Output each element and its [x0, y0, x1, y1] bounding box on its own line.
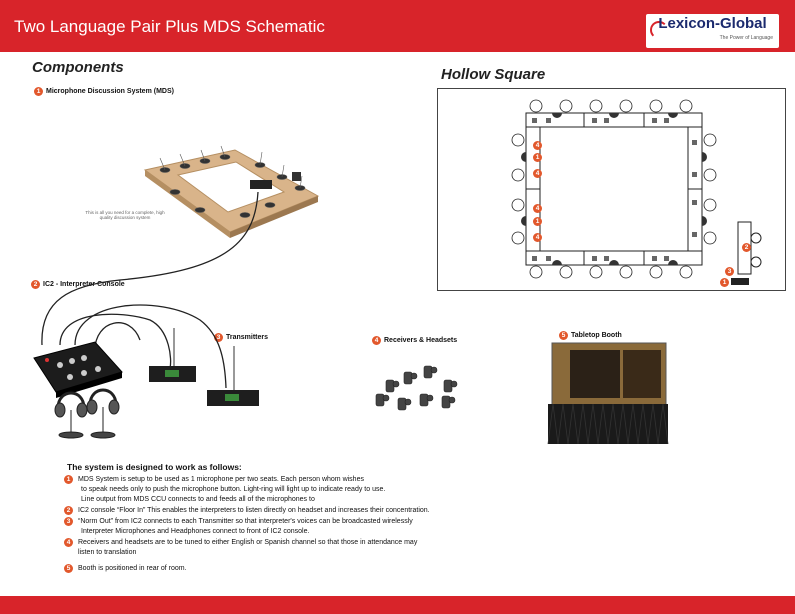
lexicon-global-logo: Lexicon-Global The Power of Language	[646, 14, 779, 48]
hs-badge-3: 3	[725, 267, 734, 276]
explanation-1-line-1: MDS System is setup to be used as 1 micr…	[78, 476, 364, 483]
components-title: Components	[32, 59, 124, 76]
mds-note: This is all you need for a complete, hig…	[85, 210, 165, 220]
transmitter-1	[149, 328, 196, 382]
page-title: Two Language Pair Plus MDS Schematic	[14, 17, 325, 36]
ic2-console	[33, 341, 123, 398]
hs-mds-ccu	[731, 278, 749, 285]
tabletop-booth	[547, 342, 669, 445]
hollow-square-diagram	[437, 88, 786, 291]
explanation-5-line-1: Booth is positioned in rear of room.	[78, 565, 187, 572]
explanation-badge-1: 1	[64, 475, 73, 484]
table-arrangement	[525, 112, 703, 266]
receivers-headsets	[375, 365, 458, 411]
badge-5-booth: 5	[559, 331, 568, 340]
mds-ccu-unit	[250, 180, 272, 189]
transmitters-label: Transmitters	[226, 334, 269, 341]
hs-badge-1c: 1	[720, 278, 729, 287]
explanation-title: The system is designed to work as follow…	[67, 462, 242, 472]
explanation-badge-4: 4	[64, 538, 73, 547]
mds-label: Microphone Discussion System (MDS)	[46, 88, 174, 95]
hs-badge-1a: 1	[533, 153, 542, 162]
badge-4-receivers: 4	[372, 336, 381, 345]
explanation-3-line-2: Interpreter Microphones and Headphones c…	[81, 528, 310, 535]
interpreter-headphones	[54, 388, 120, 439]
hs-booth	[737, 221, 762, 275]
mds-microphones	[159, 145, 306, 218]
receivers-label: Receivers & Headsets	[384, 337, 458, 344]
badge-2-ic2: 2	[31, 280, 40, 289]
explanation-badge-3: 3	[64, 517, 73, 526]
footer-bar	[0, 596, 795, 614]
mds-display-unit	[292, 172, 301, 181]
explanation-1-line-2: to speak needs only to push the micropho…	[81, 486, 386, 493]
transmitter-2	[207, 346, 259, 406]
hs-badge-4b: 4	[533, 169, 542, 178]
booth-label: Tabletop Booth	[571, 332, 622, 339]
explanation-badge-2: 2	[64, 506, 73, 515]
hs-badge-4d: 4	[533, 233, 542, 242]
ic2-label: IC2 - Interpreter Console	[43, 281, 125, 288]
hs-microphones	[521, 113, 707, 265]
hs-badge-1b: 1	[533, 217, 542, 226]
hs-badge-4a: 4	[533, 141, 542, 150]
explanation-4-line-1: Receivers and headsets are to be tuned t…	[78, 539, 418, 546]
hs-badge-2: 2	[742, 243, 751, 252]
logo-name: Lexicon-Global	[658, 15, 767, 32]
hollow-square-title: Hollow Square	[441, 66, 546, 83]
explanation-3-line-1: “Norm Out” from IC2 connects to each Tra…	[78, 518, 413, 525]
explanation-4-line-2: listen to translation	[78, 549, 137, 556]
explanation-badge-5: 5	[64, 564, 73, 573]
hs-badge-4c: 4	[533, 204, 542, 213]
explanation-1-line-3: Line output from MDS CCU connects to and…	[81, 496, 315, 503]
mds-conference-table	[143, 149, 320, 238]
logo-swoosh-icon	[650, 21, 668, 39]
logo-tagline: The Power of Language	[719, 35, 773, 41]
hs-receivers	[532, 118, 697, 261]
badge-1-mds: 1	[34, 87, 43, 96]
seats	[511, 99, 717, 279]
cables	[41, 191, 259, 389]
badge-3-transmitters: 3	[214, 333, 223, 342]
explanation-2-line-1: IC2 console “Floor In” This enables the …	[78, 507, 430, 514]
header-bar: Two Language Pair Plus MDS Schematic Lex…	[0, 0, 795, 52]
